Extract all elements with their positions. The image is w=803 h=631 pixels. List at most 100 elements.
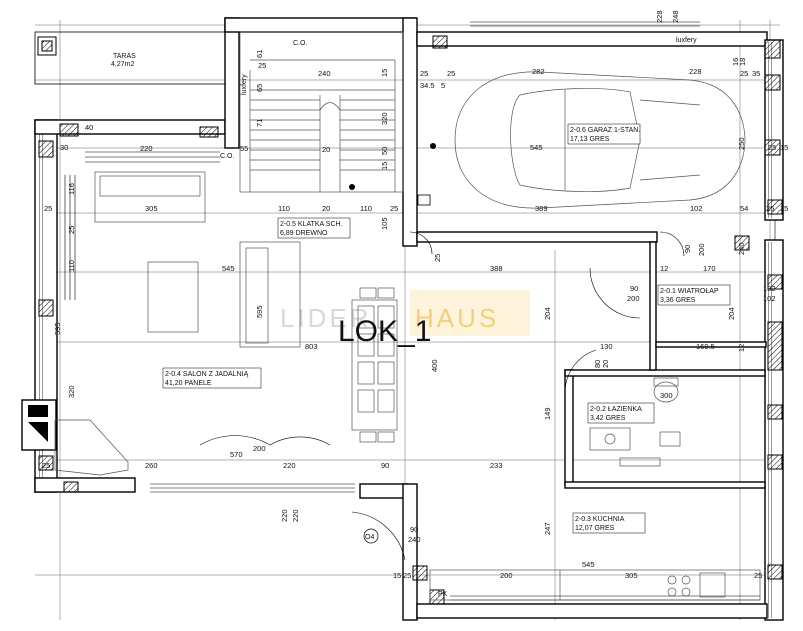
- dim: 35: [752, 69, 760, 78]
- dim: 20: [322, 204, 330, 213]
- dim: 260: [145, 461, 158, 470]
- dim: 200: [500, 571, 513, 580]
- pk-label: PK: [438, 591, 448, 598]
- dim: 25: [768, 143, 776, 152]
- dim: 25: [433, 254, 442, 262]
- dim: 25: [42, 461, 50, 470]
- o4-label: O4: [365, 534, 374, 541]
- dim: 102: [763, 284, 776, 293]
- dim: 803: [305, 342, 318, 351]
- dim: 40: [85, 123, 93, 132]
- dim: 204: [727, 307, 736, 320]
- bathroom-fixtures: [589, 377, 681, 467]
- dim: 105: [380, 217, 389, 230]
- dim: 30: [60, 143, 68, 152]
- dim: 25: [390, 204, 398, 213]
- klatka-area: 6,89 DREWNO: [280, 230, 328, 237]
- luxfery-top-label: luxfery: [676, 37, 697, 44]
- dim: 55: [240, 144, 248, 153]
- lazienka-label: 2-0.2 ŁAZIENKA: [590, 406, 642, 413]
- wiatrolap-label: 2-0.1 WIATROŁAP: [660, 288, 719, 295]
- dim: 320: [67, 385, 76, 398]
- dim: 305: [145, 204, 158, 213]
- dim: 12: [660, 264, 668, 273]
- dim: 570: [230, 450, 243, 459]
- dim: 389: [535, 204, 548, 213]
- dim: 320: [380, 112, 389, 125]
- dim: 16: [731, 58, 740, 66]
- dim: 595: [255, 305, 264, 318]
- dim: 300: [660, 391, 673, 400]
- dim: 149: [543, 407, 552, 420]
- dim: 25: [67, 226, 76, 234]
- car-outline: [454, 71, 746, 209]
- dim: 15: [393, 571, 401, 580]
- dim: 20: [322, 145, 330, 154]
- garaz-area: 17,13 GRES: [570, 136, 610, 143]
- dim: 15: [380, 162, 389, 170]
- dim: 545: [530, 143, 543, 152]
- klatka-label: 2-0.5 KLATKA SCH.: [280, 221, 343, 228]
- dim: 50: [380, 147, 389, 155]
- dim: 240: [318, 69, 331, 78]
- dim: 545: [222, 264, 235, 273]
- dim: 90: [630, 284, 638, 293]
- dim: 25: [754, 571, 762, 580]
- dim: 20: [601, 360, 610, 368]
- dim: 220: [140, 144, 153, 153]
- dim: 388: [490, 264, 503, 273]
- dim: 200: [627, 294, 640, 303]
- dim: 15: [380, 69, 389, 77]
- room-labels: 2-0.6 GARAŻ 1-STAN. 17,13 GRES 2-0.5 KLA…: [162, 123, 731, 534]
- dim: 25: [420, 69, 428, 78]
- taras-area-label: 4,27m2: [111, 61, 134, 68]
- luxfery-left-label: luxfery: [241, 74, 248, 95]
- dim: 90: [683, 245, 692, 253]
- dim: 65: [255, 84, 264, 92]
- watermark-part1: LIDER: [280, 303, 372, 333]
- dim: 170: [703, 264, 716, 273]
- salon-area: 41,20 PANELE: [165, 380, 212, 387]
- dim: 54: [740, 204, 748, 213]
- dim: 25: [447, 69, 455, 78]
- dim: 25: [766, 204, 774, 213]
- dim: 228: [655, 10, 664, 23]
- co-top-label: C.O.: [293, 40, 307, 47]
- dim: 200: [253, 444, 266, 453]
- dim: 34.5: [420, 81, 435, 90]
- living-furniture: [54, 171, 398, 476]
- dim: 71: [255, 119, 264, 127]
- stair-marker-dot: [349, 184, 355, 190]
- dim: 220: [283, 461, 296, 470]
- dim: 233: [490, 461, 503, 470]
- watermark: LIDER HAUS: [280, 290, 530, 336]
- dim: 545: [582, 560, 595, 569]
- dim: 15: [780, 204, 788, 213]
- dim: 240: [737, 242, 746, 255]
- dim: 204: [543, 307, 552, 320]
- co-left-label: C.O.: [220, 153, 234, 160]
- dim: 5: [441, 81, 445, 90]
- garaz-label: 2-0.6 GARAŻ 1-STAN.: [570, 125, 640, 134]
- dim: 228: [689, 67, 702, 76]
- columns: [21, 35, 783, 605]
- dim: 305: [625, 571, 638, 580]
- dim: 102: [690, 204, 703, 213]
- taras-area: TARAS 4,27m2: [34, 31, 226, 85]
- dim: 169.5: [696, 342, 715, 351]
- kitchen-counter: [429, 569, 761, 601]
- taras-label: TARAS: [113, 53, 136, 60]
- dim: 116: [67, 183, 76, 195]
- dim: 250: [737, 137, 746, 150]
- dim: 25: [403, 571, 411, 580]
- dim: 102: [763, 294, 776, 303]
- dim: 248: [671, 10, 680, 23]
- staircase: [239, 31, 404, 193]
- dim: 15: [780, 143, 788, 152]
- salon-label: 2-0.4 SALON Z JADALNIĄ: [165, 371, 249, 378]
- dim: 220: [280, 509, 289, 522]
- dim: 25: [44, 204, 52, 213]
- dim: 90: [381, 461, 389, 470]
- dim: 80: [593, 360, 602, 368]
